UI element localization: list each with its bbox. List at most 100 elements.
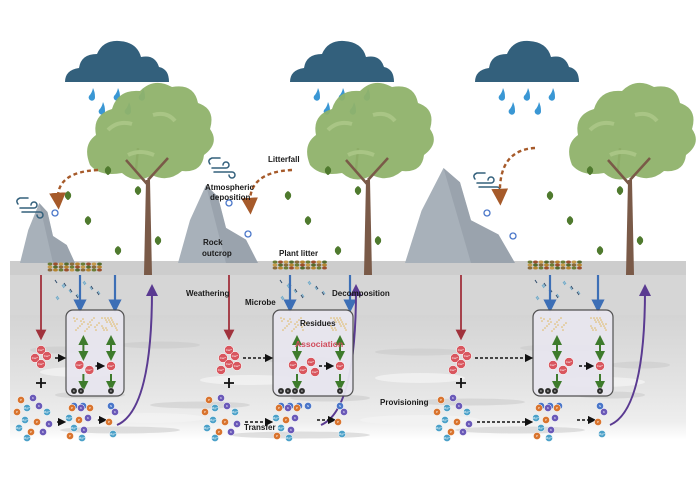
tree-canopy bbox=[569, 82, 696, 180]
ion-circle bbox=[298, 387, 306, 395]
microbe-icon bbox=[96, 291, 100, 296]
ion-label: Mg²⁺ bbox=[538, 426, 545, 430]
litter-leaf bbox=[80, 268, 86, 272]
ion-circle bbox=[68, 404, 76, 412]
microbe-icon bbox=[321, 291, 325, 296]
microbe-icon bbox=[294, 288, 298, 293]
ion-circle bbox=[17, 396, 25, 404]
ion-ca-icon: Ca²⁺ bbox=[456, 359, 466, 369]
ion-label: C bbox=[339, 389, 342, 393]
microbe-icon bbox=[315, 285, 319, 290]
residue-dot bbox=[345, 323, 347, 325]
ion-k-icon: K bbox=[284, 404, 292, 412]
residue-dot bbox=[340, 319, 342, 321]
ion-p-icon: P bbox=[105, 418, 113, 426]
ion-label: Ca²⁺ bbox=[450, 368, 457, 372]
ion-label: P bbox=[69, 434, 71, 438]
ion-k-icon: K bbox=[600, 408, 608, 416]
ion-p-icon: P bbox=[27, 428, 35, 436]
microbe-icon bbox=[576, 291, 580, 296]
ion-label: K bbox=[547, 406, 549, 410]
microbe-icon bbox=[535, 296, 539, 301]
ion-circle bbox=[335, 361, 345, 371]
ion-label: P bbox=[20, 398, 22, 402]
litter-leaf bbox=[64, 268, 69, 272]
ion-n-icon: N bbox=[304, 402, 312, 410]
ion-c-icon: C bbox=[537, 387, 545, 395]
ion-label: K bbox=[452, 396, 454, 400]
ion-circle bbox=[443, 404, 451, 412]
microbe-icon bbox=[569, 286, 573, 291]
ion-circle bbox=[285, 434, 293, 442]
residue-dot bbox=[332, 329, 334, 331]
ion-ca-icon: Ca²⁺ bbox=[306, 357, 316, 367]
residue-dot bbox=[297, 324, 299, 326]
ion-label: Mg²⁺ bbox=[599, 432, 606, 436]
litter-leaf bbox=[91, 268, 97, 272]
ion-p-icon: P bbox=[33, 418, 41, 426]
ion-circle bbox=[209, 416, 217, 424]
ion-label: P bbox=[204, 410, 206, 414]
residue-dot bbox=[544, 327, 546, 329]
wind-lines bbox=[208, 157, 236, 179]
litter-leaf bbox=[47, 262, 53, 266]
microbe-icon bbox=[541, 284, 545, 289]
leaf-icon bbox=[154, 236, 162, 245]
residue-dot bbox=[291, 330, 293, 332]
ion-mg-icon: Mg²⁺ bbox=[443, 404, 451, 412]
residue-dot bbox=[116, 329, 118, 331]
ion-k-icon: K bbox=[35, 402, 43, 410]
litter-leaf bbox=[272, 263, 278, 267]
residue-dot bbox=[540, 317, 542, 319]
litter-leaf bbox=[555, 260, 560, 264]
ion-ca-icon: Ca²⁺ bbox=[456, 345, 466, 355]
ion-label: N bbox=[339, 404, 341, 408]
ion-circle bbox=[595, 361, 605, 371]
ion-label: K bbox=[226, 404, 228, 408]
leaf-icon bbox=[546, 191, 554, 200]
plus-icon bbox=[456, 378, 466, 388]
rock-outcrop-icon bbox=[178, 185, 258, 263]
ion-p-icon: P bbox=[437, 396, 445, 404]
tree-trunk bbox=[144, 180, 152, 275]
ion-label: Mg²⁺ bbox=[546, 436, 553, 440]
microbe-icon bbox=[577, 290, 581, 295]
ion-label: P bbox=[30, 430, 32, 434]
residue-dot bbox=[337, 319, 339, 321]
ion-label: Ca²⁺ bbox=[226, 348, 233, 352]
residue-dot bbox=[543, 318, 545, 320]
litter-leaf bbox=[305, 263, 311, 267]
ion-circle bbox=[45, 420, 53, 428]
ion-k-icon: K bbox=[459, 428, 467, 436]
ion-circle bbox=[30, 353, 40, 363]
residue-dot bbox=[95, 329, 97, 331]
ion-mg-icon: Mg²⁺ bbox=[532, 414, 540, 422]
soil-spot bbox=[415, 398, 525, 406]
ion-k-icon: K bbox=[80, 426, 88, 434]
ion-ca-icon: Ca²⁺ bbox=[448, 365, 458, 375]
ion-circle bbox=[39, 428, 47, 436]
ion-circle bbox=[203, 424, 211, 432]
rock-outcrop-icon bbox=[405, 168, 515, 263]
litter-leaf bbox=[289, 263, 294, 267]
leaf-icon bbox=[304, 216, 312, 225]
ion-label: K bbox=[294, 416, 296, 420]
ion-c-icon: C bbox=[336, 387, 344, 395]
residue-dot bbox=[283, 318, 285, 320]
litter-leaf bbox=[278, 266, 283, 270]
residue-dot bbox=[602, 323, 604, 325]
label-provisioning: Provisioning bbox=[380, 398, 429, 407]
residue-dot bbox=[301, 326, 303, 328]
microbe-icon bbox=[300, 294, 304, 299]
ion-c-icon: C bbox=[284, 387, 292, 395]
residue-dot bbox=[339, 317, 341, 319]
label-rock-outcrop-1: Rock bbox=[203, 238, 223, 247]
litter-leaf bbox=[538, 260, 544, 264]
ion-ca-icon: Ca²⁺ bbox=[558, 365, 568, 375]
ion-label: K bbox=[32, 396, 34, 400]
raindrop-icon bbox=[548, 88, 556, 101]
ion-label: Ca²⁺ bbox=[550, 363, 557, 367]
ion-label: Ca²⁺ bbox=[337, 364, 344, 368]
ion-label: K bbox=[87, 416, 89, 420]
ion-circle bbox=[338, 430, 346, 438]
